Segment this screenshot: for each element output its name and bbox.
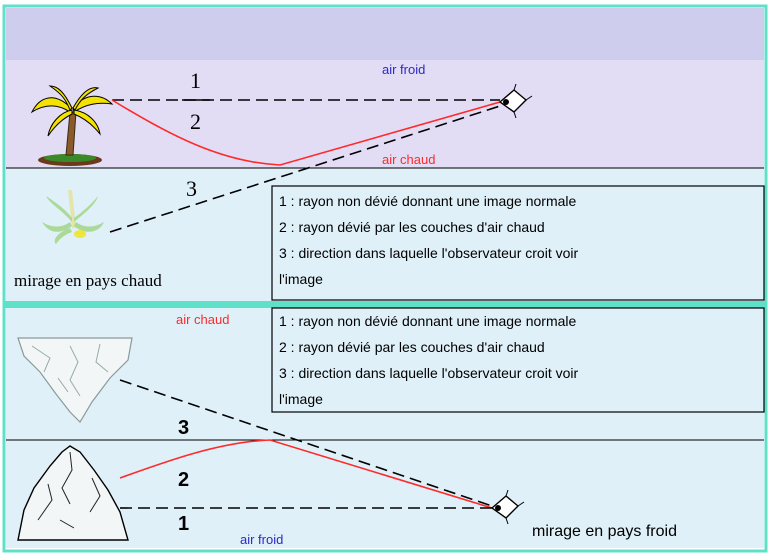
bottom-lower-air-label: air froid [240, 532, 283, 547]
bottom-ray-label-2: 2 [178, 469, 189, 491]
bottom-caption: mirage en pays froid [532, 523, 677, 540]
top-legend-line-2: 2 : rayon dévié par les couches d'air ch… [279, 219, 545, 235]
top-upper-air-band [6, 60, 764, 168]
bottom-legend-box [271, 307, 765, 413]
top-ray-label-3: 3 [186, 176, 197, 201]
bottom-ray-label-1: 1 [178, 513, 189, 535]
top-ray-3 [109, 105, 501, 233]
iceberg-icon [17, 445, 129, 541]
top-upper-air-label: air froid [382, 62, 425, 77]
reflected-palm-icon [42, 190, 104, 244]
eye-icon [490, 489, 525, 525]
bottom-upper-air-label: air chaud [176, 312, 229, 327]
top-lower-air-label: air chaud [382, 152, 435, 167]
eye-icon [498, 83, 533, 119]
bottom-legend-line-4: l'image [279, 391, 323, 407]
bottom-lower-air-band [6, 440, 764, 548]
top-sky-band [6, 8, 764, 60]
top-ray-label-1: 1 [190, 68, 201, 93]
outer-frame [2, 4, 768, 553]
bottom-ray-3 [119, 379, 493, 507]
bottom-legend-line-1: 1 : rayon non dévié donnant une image no… [279, 313, 577, 329]
panel-divider [4, 301, 766, 308]
palm-tree-icon [30, 85, 114, 166]
top-ray-2 [111, 99, 501, 166]
bottom-legend-line-3: 3 : direction dans laquelle l'observateu… [279, 365, 578, 381]
top-legend-line-1: 1 : rayon non dévié donnant une image no… [279, 193, 577, 209]
top-caption: mirage en pays chaud [14, 271, 162, 290]
iceberg-reflection-icon [17, 337, 133, 423]
bottom-ray-2 [119, 439, 493, 509]
bottom-ray-label-3: 3 [178, 417, 189, 439]
top-legend-line-4: l'image [279, 271, 323, 287]
top-legend-box [271, 185, 765, 301]
top-legend-line-3: 3 : direction dans laquelle l'observateu… [279, 245, 578, 261]
top-ray-label-2: 2 [190, 109, 201, 134]
bottom-legend-line-2: 2 : rayon dévié par les couches d'air ch… [279, 339, 545, 355]
